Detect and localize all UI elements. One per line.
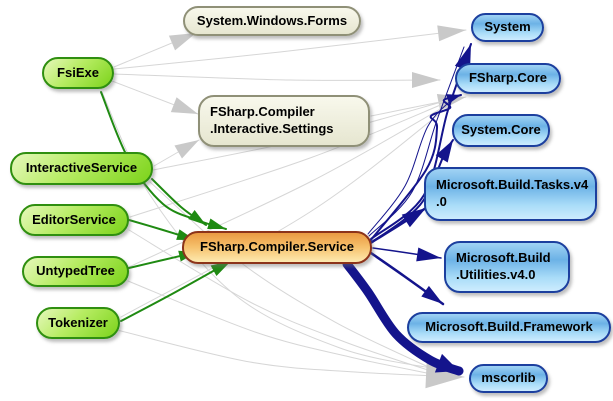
arrowhead-fsiexe-settings (170, 97, 198, 114)
node-label-framework: Microsoft.Build.Framework (425, 319, 593, 335)
node-tasks: Microsoft.Build.Tasks.v4 .0 (424, 167, 597, 221)
node-label-tokenizer: Tokenizer (48, 314, 108, 330)
edge-editor-mscorlib (128, 229, 438, 374)
node-label-settings: FSharp.Compiler .Interactive.Settings (210, 104, 334, 136)
node-system: System (471, 13, 544, 42)
edge-central-fsharpcore (369, 94, 462, 242)
node-settings: FSharp.Compiler .Interactive.Settings (198, 95, 370, 147)
edge-central-fsharpcore (367, 96, 456, 235)
edge-untyped-fsharpcore (128, 103, 450, 268)
node-label-tasks: Microsoft.Build.Tasks.v4 .0 (436, 177, 589, 209)
node-label-utilities: Microsoft.Build .Utilities.v4.0 (456, 250, 551, 282)
arrowhead-fsiexe-fsharpcore (412, 72, 440, 88)
node-untyped: UntypedTree (22, 256, 129, 287)
node-label-central: FSharp.Compiler.Service (200, 239, 354, 255)
node-interactive: InteractiveService (10, 152, 153, 185)
edge-tokenizer-fsharpcore (120, 106, 449, 318)
arrowhead-tokenizer-central (210, 261, 231, 276)
edge-untyped-mscorlib (127, 280, 438, 376)
node-tokenizer: Tokenizer (36, 307, 120, 339)
node-label-sysforms: System.Windows.Forms (196, 12, 348, 28)
edge-fsiexe-fsharpcore (113, 73, 441, 81)
arrowhead-fsiexe-central (207, 218, 226, 229)
arrowhead-central-utilities (416, 247, 441, 262)
node-editor: EditorService (19, 204, 129, 236)
node-label-editor: EditorService (32, 211, 116, 227)
node-label-system: System (484, 19, 531, 35)
node-systemcore: System.Core (452, 114, 550, 147)
node-central: FSharp.Compiler.Service (182, 231, 372, 264)
arrowhead-central-mscorlib (434, 353, 459, 373)
arrowhead-central-tasks (401, 208, 426, 228)
node-fsharpcore: FSharp.Core (455, 63, 561, 94)
edge-fsiexe-system (113, 29, 467, 70)
node-mscorlib: mscorlib (469, 364, 548, 393)
arrowhead-interactive-central (188, 210, 206, 225)
edge-tokenizer-mscorlib (116, 329, 465, 378)
arrowhead-interactive-settings (174, 140, 199, 159)
arrowhead-fsiexe-sysforms (168, 33, 196, 51)
arrowhead-fsiexe-system (437, 25, 466, 42)
node-label-fsharpcore: FSharp.Core (468, 70, 547, 86)
node-sysforms: System.Windows.Forms (183, 6, 361, 36)
node-label-systemcore: System.Core (461, 122, 541, 138)
edge-interactive-mscorlib (149, 181, 438, 372)
node-framework: Microsoft.Build.Framework (407, 312, 611, 343)
node-label-fsiexe: FsiExe (57, 64, 99, 80)
node-label-interactive: InteractiveService (25, 160, 138, 176)
arrowhead-central-systemcore (435, 140, 453, 163)
arrowhead-central-framework (421, 285, 443, 304)
node-label-untyped: UntypedTree (36, 263, 115, 279)
edge-editor-fsharpcore (129, 100, 451, 218)
node-fsiexe: FsiExe (42, 57, 114, 89)
node-label-mscorlib: mscorlib (481, 370, 536, 386)
node-utilities: Microsoft.Build .Utilities.v4.0 (444, 241, 570, 293)
edge-fsiexe-central (100, 91, 227, 230)
arrowhead-tokenizer-mscorlib (425, 362, 464, 389)
